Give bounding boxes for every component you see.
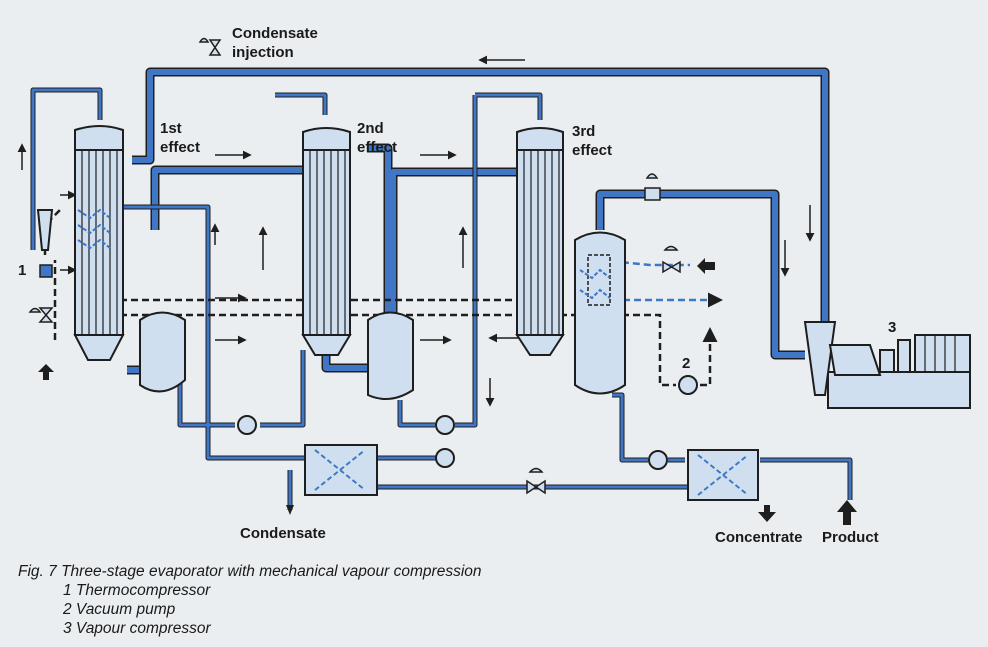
third-effect-column [515,127,565,356]
block-arrows [38,258,857,525]
label-condensate: Condensate [240,525,326,542]
diagram-labels: Condensate injection 1st effect 2nd effe… [18,25,896,546]
label-product: Product [822,529,879,546]
valves [28,37,681,495]
finishing-vessel [574,231,626,395]
label-1st-effect-2: effect [160,139,200,156]
label-1st-effect-1: 1st [160,120,182,137]
label-condensate-injection-2: injection [232,44,294,61]
liquid-pipes [30,87,853,510]
first-effect-column [73,125,125,361]
product-inlet-arrow [837,500,857,525]
label-3rd-effect-1: 3rd [572,123,595,140]
caption-item-3: 3 Vapour compressor [63,620,211,637]
concentrate-outlet-arrow [758,505,776,522]
pump-2 [435,415,455,435]
caption-item-1: 1 Thermocompressor [63,582,211,599]
valve-condensate-line [526,467,546,495]
steam-inlet-arrow [697,258,715,274]
pump-3 [435,448,455,468]
valve-thermocompressor [28,307,54,323]
label-num-2: 2 [682,355,690,372]
valve-steam [662,245,681,274]
pump-1 [237,415,257,435]
label-condensate-injection-1: Condensate [232,25,318,42]
label-concentrate: Concentrate [715,529,803,546]
second-effect-column [301,127,352,356]
feed-inlet-arrow [38,364,54,380]
pumps [237,375,698,470]
thermocompressor [36,209,54,278]
label-2nd-effect-1: 2nd [357,120,384,137]
label-num-1: 1 [18,262,26,279]
label-2nd-effect-2: effect [357,139,397,156]
caption-item-2: 2 Vacuum pump [63,601,176,618]
flow-arrows [17,55,815,407]
label-num-3: 3 [888,319,896,336]
label-3rd-effect-2: effect [572,142,612,159]
separators [139,311,414,400]
vacuum-pump [678,375,698,395]
pump-4 [648,450,668,470]
vapour-compressor [803,321,971,409]
condensate-outlet-arrow [286,505,294,515]
caption-title: Fig. 7 Three-stage evaporator with mecha… [18,563,482,580]
heat-exchanger-product [687,449,759,501]
valve-condensate-injection [198,37,222,56]
figure-caption: Fig. 7 Three-stage evaporator with mecha… [18,562,482,638]
valve-vapour [644,173,661,201]
heat-exchanger-condensate [304,444,378,496]
